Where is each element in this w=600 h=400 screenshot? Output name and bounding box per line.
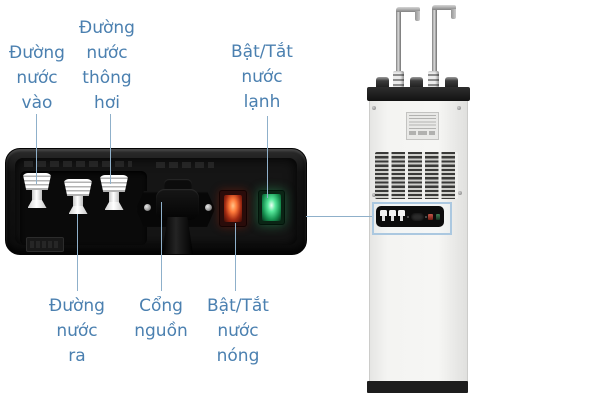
callout-line-hot-switch <box>235 223 236 291</box>
rear-panel-closeup <box>5 148 307 255</box>
water-outlet-fitting <box>63 179 93 214</box>
callout-line-water-inlet <box>36 114 37 184</box>
top-cap-3 <box>445 77 458 88</box>
cold-switch-glow <box>262 194 281 221</box>
fitting-cap <box>63 179 93 196</box>
body-screw <box>372 106 376 110</box>
mini-screw <box>407 216 409 218</box>
fitting-cap <box>22 173 52 190</box>
fitting-tip <box>27 200 47 208</box>
faucet-collar-2 <box>428 71 439 88</box>
faucet-pipe-1 <box>396 11 401 73</box>
socket-screw-right <box>205 204 212 211</box>
ventilation-grille <box>375 152 458 199</box>
mini-power-socket <box>411 213 424 221</box>
spec-label <box>406 112 439 140</box>
mini-cold-switch <box>436 214 440 220</box>
hot-switch-glow <box>224 195 242 222</box>
spec-label-text-lines <box>409 115 436 130</box>
power-plug-top <box>164 179 192 192</box>
label-power-port: Cổng nguồn <box>134 296 188 341</box>
top-cap-1 <box>376 77 389 88</box>
mini-hot-switch <box>428 214 433 220</box>
fitting-cap <box>99 175 129 192</box>
body-screw <box>457 106 461 110</box>
callout-line-vent <box>110 114 111 184</box>
label-water-inlet: Đường nước vào <box>9 43 65 113</box>
molded-label-plate <box>26 237 64 252</box>
power-cable <box>162 217 193 254</box>
fitting-stem <box>109 192 119 202</box>
mini-fitting <box>389 210 396 221</box>
fitting-tip <box>68 206 88 214</box>
body-screw <box>458 191 462 195</box>
power-plug <box>156 189 199 220</box>
dispenser-base <box>367 381 468 393</box>
fitting-stem <box>73 196 83 206</box>
rear-panel-on-unit <box>376 206 444 227</box>
callout-line-cold-switch <box>267 116 268 198</box>
dispenser-top-deck <box>367 87 470 101</box>
water-inlet-fitting <box>22 173 52 208</box>
label-hot-switch: Bật/Tắt nước nóng <box>207 296 269 366</box>
hot-water-switch <box>219 190 247 227</box>
callout-line-panel-location <box>306 216 372 217</box>
faucet-bend-2 <box>432 5 456 10</box>
faucet-spout-2 <box>451 9 456 19</box>
cold-water-switch <box>258 190 285 225</box>
mini-fitting <box>398 210 405 221</box>
label-vent-line: Đường nước thông hơi <box>79 18 135 113</box>
socket-screw-left <box>144 204 151 211</box>
faucet-spout-1 <box>415 11 420 21</box>
vent-fitting <box>99 175 129 210</box>
dispenser-body <box>369 101 468 383</box>
molded-marking <box>24 161 132 167</box>
callout-line-power-port <box>161 202 162 291</box>
faucet-collar-1 <box>393 71 404 88</box>
certification-marks <box>409 131 436 135</box>
faucet-bend-1 <box>396 7 420 12</box>
label-cold-switch: Bật/Tắt nước lạnh <box>231 42 293 112</box>
top-cap-2 <box>410 77 423 88</box>
mini-screw <box>425 216 427 218</box>
callout-line-water-outlet <box>77 214 78 291</box>
fitting-stem <box>32 190 42 200</box>
label-water-outlet: Đường nước ra <box>49 296 105 366</box>
molded-marking <box>156 162 214 168</box>
mini-fitting <box>380 210 387 221</box>
fitting-tip <box>104 202 124 210</box>
body-screw <box>372 193 376 197</box>
faucet-pipe-2 <box>432 9 437 73</box>
